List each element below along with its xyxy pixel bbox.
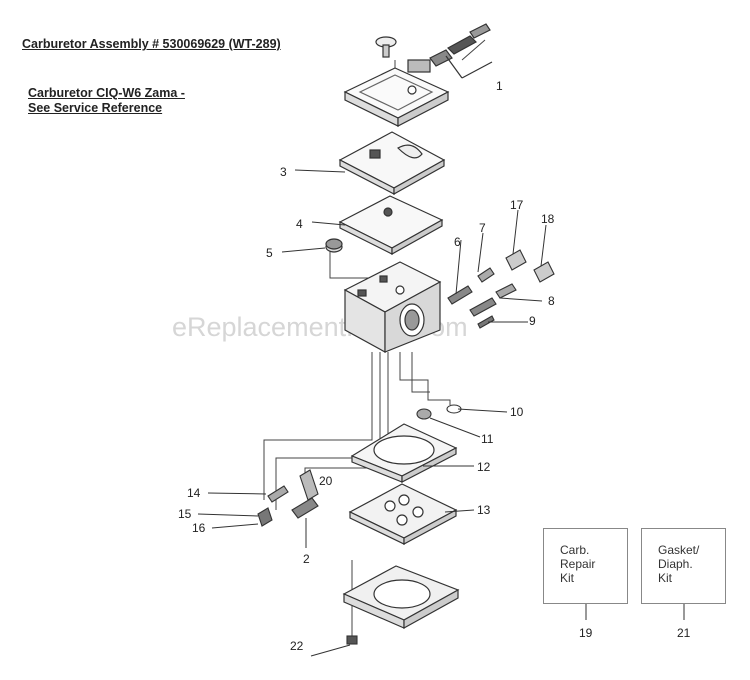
callout-13: 13 — [477, 503, 491, 517]
callout-1: 1 — [496, 79, 503, 93]
gasket-kit-line-1: Gasket/ — [658, 543, 700, 557]
callout-6: 6 — [454, 235, 461, 249]
callout-17: 17 — [510, 198, 524, 212]
callout-8: 8 — [548, 294, 555, 308]
callout-2: 2 — [303, 552, 310, 566]
limiter-caps — [505, 249, 555, 283]
callout-5: 5 — [266, 246, 273, 260]
callout-4: 4 — [296, 217, 303, 231]
callout-15: 15 — [178, 507, 192, 521]
gasket-kit-line-3: Kit — [658, 571, 673, 585]
part-3-gasket — [338, 131, 446, 196]
callout-10: 10 — [510, 405, 524, 419]
bottom-cover — [342, 565, 460, 630]
carb-repair-kit-box[interactable]: Carb. Repair Kit — [543, 528, 628, 604]
carburetor-body — [343, 261, 442, 354]
gasket-kit-number: 21 — [677, 626, 691, 640]
metering-lever-parts — [257, 469, 319, 527]
part-4-metering-diaphragm — [338, 195, 444, 256]
callout-9: 9 — [529, 314, 536, 328]
part-22-screw — [346, 635, 358, 645]
callout-12: 12 — [477, 460, 491, 474]
callout-18: 18 — [541, 212, 555, 226]
service-reference-line-2: See Service Reference — [28, 101, 163, 115]
repair-kit-line-2: Repair — [560, 557, 596, 571]
callout-11: 11 — [481, 432, 494, 446]
needle-screws — [447, 267, 517, 329]
repair-kit-line-1: Carb. — [560, 543, 590, 557]
assembly-title: Carburetor Assembly # 530069629 (WT-289) — [22, 37, 281, 51]
small-screens — [416, 404, 462, 420]
callout-22: 22 — [290, 639, 304, 653]
callout-14: 14 — [187, 486, 201, 500]
part-13-pump-diaphragm — [348, 483, 458, 546]
callout-20: 20 — [319, 474, 333, 488]
gasket-diaph-kit-box[interactable]: Gasket/ Diaph. Kit — [641, 528, 726, 604]
part-5-plug — [325, 238, 343, 253]
part-1-top-cover — [343, 23, 493, 127]
callout-3: 3 — [280, 165, 287, 179]
leader-lines — [197, 169, 547, 657]
service-reference-line-1: Carburetor CIQ-W6 Zama - — [28, 86, 185, 100]
callout-16: 16 — [192, 521, 206, 535]
repair-kit-line-3: Kit — [560, 571, 575, 585]
gasket-kit-line-2: Diaph. — [658, 557, 693, 571]
repair-kit-number: 19 — [579, 626, 593, 640]
callout-7: 7 — [479, 221, 486, 235]
part-12-gasket — [350, 423, 458, 483]
